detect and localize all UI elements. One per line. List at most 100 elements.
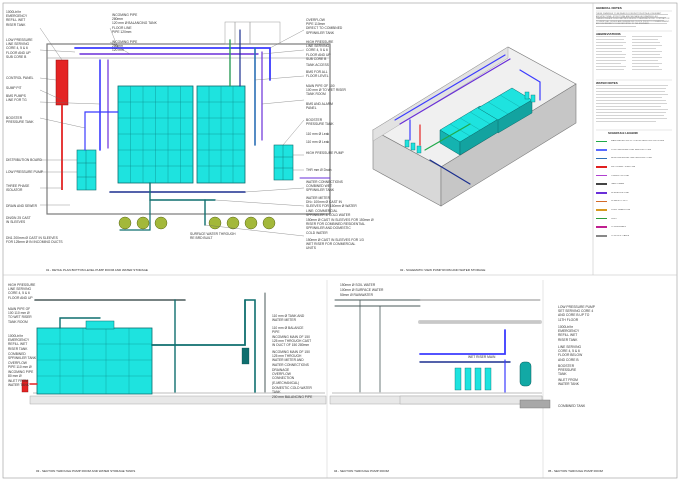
general-notes-heading: GENERAL NOTES [596, 6, 622, 10]
legend-swatch [596, 209, 607, 211]
plan-label-emergency-refill: 1000Ltr/hr EMERGENCY REFILL WET RISER TA… [6, 10, 28, 27]
plan-label-booster-tank: BOOSTER PRESSURE TANK [6, 116, 34, 125]
plan-label-high-pressure-pump: HIGH PRESSURE PUMP [306, 151, 344, 155]
elev-mid-label-surface: 100mm Ø SURFACE WATER [340, 288, 384, 292]
title-iso: 02 - SCHEMATIC VIEW PUMP ROOM AND WATER … [400, 268, 486, 272]
notes-panel [596, 10, 672, 131]
plan-label-overflow: OVERFLOW PIPE 110mm DIRECT TO COMBINED S… [306, 18, 343, 35]
legend-label: CONTROL CABLE [611, 234, 630, 237]
plan-label-leak-2: 110 mm Ø Leak [306, 140, 330, 144]
legend-list: MAIN WATER SUPPLY FROM SERVICES PROVIDER… [596, 137, 672, 240]
title-elev-left: 03 - SECTION THROUGH PUMP ROOM AND WATER… [36, 469, 136, 473]
water-notes-heading: WATER NOTES [596, 81, 618, 85]
plan-soakaway-row [118, 216, 276, 230]
elevation-right [399, 320, 551, 409]
plan-label-leak-1: 110 mm Ø Leak [306, 132, 330, 136]
legend-label: SPRINKLER LINE [611, 191, 629, 194]
elev-left-label-combined: COMBINED SPRINKLER TANK [8, 352, 37, 361]
elev-left-label-high-pressure: HIGH PRESSURE LINE SERVING CORE 4, 5 & 6… [8, 283, 36, 300]
plan-label-water-connections: WATER CONNECTIONS COMBINED WET SPRINKLER… [306, 180, 343, 193]
elev-mid-label-incoming-2: INCOMING MAIN OF 150 125 mm THROUGH WATE… [272, 350, 310, 367]
legend-swatch [596, 226, 607, 229]
plan-label-low-pressure-pump: LOW PRESSURE PUMP [6, 170, 44, 174]
plan-label-incoming-pipe-2: INCOMING PIPE 280mm 120 mm [112, 40, 138, 53]
elev-mid-label-rainwater: 50mm Ø RAINWATER [340, 293, 373, 297]
legend-swatch [596, 200, 607, 203]
legend-row: PUMP DRAIN LINE [596, 206, 672, 215]
legend-swatch [596, 149, 607, 151]
plan-label-tank-access: TANK ACCESS [306, 63, 329, 67]
legend-row: TANK DRAIN [596, 180, 672, 189]
plan-room-wall [46, 43, 331, 215]
legend-swatch [596, 174, 607, 177]
legend-row: MAIN WATER SUPPLY FROM SERVICES PROVIDER [596, 137, 672, 146]
elev-left-label-main-pipe: MAIN PIPE OF 100 110 mm Ø TO WET RISER T… [8, 307, 32, 324]
legend-swatch [596, 235, 607, 237]
elev-right-label-combined: COMBINED TANK [558, 404, 586, 408]
elev-mid-label-soil: 150mm Ø SOIL WATER [340, 283, 376, 287]
plan-label-bms-alarm: BMS AND ALARM PANEL [306, 102, 333, 111]
elev-right-label-inlet: INLET FROM WATER TANK [558, 378, 579, 387]
legend-row: LOW PRESSURE LINE SERVING CORE [596, 146, 672, 155]
plan-label-booster-right: BOOSTER PRESSURE TANK [306, 118, 334, 127]
legend-row: VENT [596, 214, 672, 223]
legend-row: CONTROL CABLE [596, 232, 672, 241]
plan-label-surface-water: SURFACE WATER THROUGH RE BRD BUILT [190, 232, 236, 241]
legend-label: PUMP DRAIN LINE [611, 209, 631, 212]
elev-left-label-inlet: INLET FROM WATER TANK [8, 379, 29, 388]
plan-label-sump-pit: SUMP PIT [6, 86, 22, 90]
elev-right-label-booster: BOOSTER PRESSURE TANK [558, 364, 577, 377]
plan-label-sleeves: DN/DN 25 CAST IN SLEEVES [6, 216, 31, 225]
legend-row: HIGH PRESSURE LINE SERVING CORE [596, 154, 672, 163]
elevation-mid [329, 299, 543, 405]
plan-label-drain-right: THR mm Ø Drain [306, 168, 332, 172]
elev-mid-label-incoming-1: INCOMING MAIN OF 150 125 mm THROUGH CAST… [272, 335, 312, 348]
plan-label-incoming-pipe-1: INCOMING PIPE 280mm 120 mm Ø BALANCING T… [112, 13, 157, 34]
plan-pump-set-right [273, 144, 294, 181]
legend-swatch [596, 140, 607, 143]
elev-mid-label-balance: 110 mm Ø BALANCE PIPE [272, 326, 304, 335]
legend-row: CONDENSATE [596, 223, 672, 232]
plan-tank-right [196, 85, 246, 184]
legend-label: LOW PRESSURE LINE SERVING CORE [611, 148, 652, 151]
plan-label-low-pressure-line: LOW PRESSURE LINE SERVING CORE 4, 5 & 6 … [6, 38, 33, 59]
plan-label-cast-sleeves-2: 150mm Ø CAST IN SLEEVES FOR 1/3 WET RISE… [306, 238, 364, 251]
elev-left-label-incoming: INCOMING PIPE 80 mm Ø [8, 370, 34, 379]
plan-label-main-pipe: MAIN PIPE OF 100 100 mm Ø TO WET RISER T… [306, 84, 346, 97]
legend-label: OVERFLOW LINE [611, 174, 629, 177]
elev-right-label-line: LINE SERVING CORE 4, 5 & 6 FLOOR BELOW A… [558, 345, 583, 362]
plan-label-water-meter: WATER METER DN= 100mm Ø CAST IN SLEEVES … [306, 196, 357, 217]
plan-label-bms-pumps: BMS PUMPS LINE FOR TG [6, 94, 27, 103]
elev-mid-label-drainage: DRAINAGE OVERFLOW CONNECTION (E-MECHANIC… [272, 368, 300, 385]
notes-text-lines [596, 14, 668, 122]
title-elev-right: 05 - SECTION THROUGH PUMP ROOM [548, 469, 603, 473]
legend-row: WET RISER / FIRE LINE [596, 163, 672, 172]
elev-right-label-wet-riser: WET RISER MAIN [468, 355, 496, 359]
legend-label: MAIN WATER SUPPLY FROM SERVICES PROVIDER [611, 140, 665, 143]
isometric-view [372, 46, 577, 207]
legend-label: TANK DRAIN [611, 183, 625, 186]
legend-label: DOMESTIC HOT [611, 200, 628, 203]
plan-label-distribution-board: DISTRIBUTION BOARD [6, 158, 42, 162]
legend-swatch [596, 157, 607, 160]
plan-view [39, 21, 331, 237]
legend-swatch [596, 183, 607, 186]
plan-label-three-phase: THREE PHASE ISOLATOR [6, 184, 30, 193]
plan-label-cast-sleeves-1: 150mm Ø CAST IN SLEEVES FOR 150mm Ø RISE… [306, 218, 374, 235]
elev-left-label-refill: 1000Ltr/hr EMERGENCY REFILL WET RISER TA… [8, 334, 30, 351]
legend-row: DOMESTIC HOT [596, 197, 672, 206]
legend-swatch [596, 217, 607, 220]
elev-left-label-overflow: OVERFLOW PIPE 110 mm Ø [8, 361, 32, 370]
elev-right-label-refill: 1000Ltr/hr EMERGENCY REFILL WET RISER TA… [558, 325, 580, 342]
abbreviations-heading: ABBREVIATIONS [596, 32, 621, 36]
legend-swatch [596, 192, 607, 194]
legend-swatch [596, 166, 607, 168]
plan-label-high-pressure: HIGH PRESSURE LINE SERVING CORE 4, 5 & 6… [306, 40, 334, 61]
legend-label: WET RISER / FIRE LINE [611, 166, 636, 169]
plan-label-drain: DRAIN AND SEWER [6, 204, 37, 208]
elev-mid-label-tank-meter: 110 mm Ø TANK AND WATER METER [272, 314, 305, 323]
title-elev-mid: 04 - SECTION THROUGH PUMP ROOM [334, 469, 389, 473]
